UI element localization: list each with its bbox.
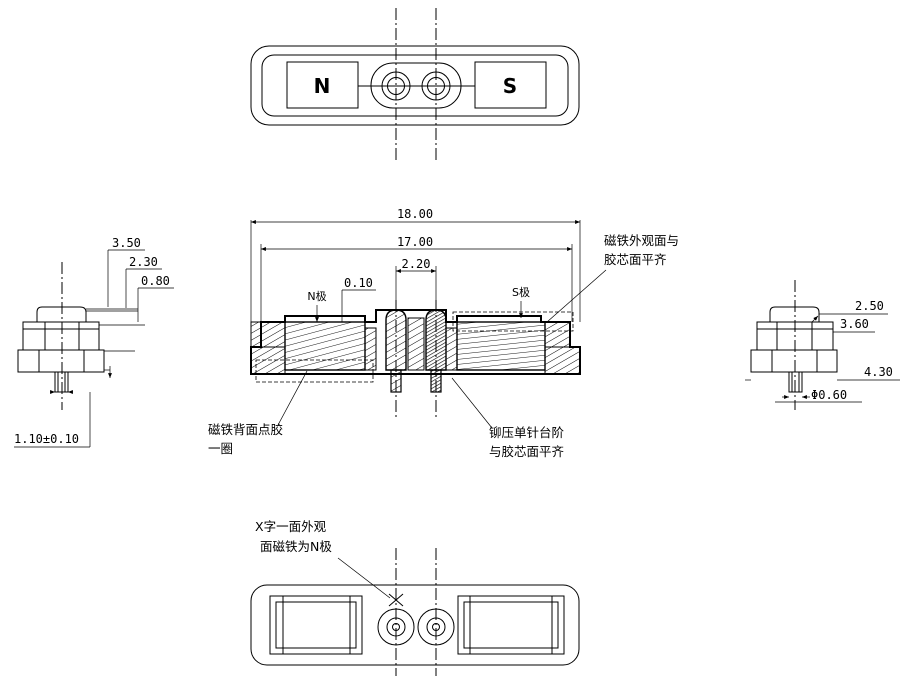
bottom-view: X字一面外观 面磁铁为N极 [250, 519, 580, 676]
note-rivet-line2: 与胶芯面平齐 [489, 444, 565, 459]
dim-3-60: 3.60 [840, 317, 869, 331]
note-flush-line2: 胶芯面平齐 [604, 252, 667, 267]
dim-17-00: 17.00 [397, 235, 433, 249]
dim-pin-1-10: 1.10±0.10 [14, 432, 79, 446]
s-magnet-face [474, 61, 547, 109]
dim-2-50: 2.50 [855, 299, 884, 313]
dim-3-50: 3.50 [112, 236, 141, 250]
dim-0-80: 0.80 [141, 274, 170, 288]
dim-4-30: 4.30 [864, 365, 893, 379]
note-rivet-line1: 铆压单针台阶 [489, 425, 565, 440]
dim-2-30: 2.30 [129, 255, 158, 269]
section-view: 18.00 17.00 2.20 0.10 [208, 207, 679, 459]
note-bottom-line2: 面磁铁为N极 [260, 539, 332, 554]
note-glue-line1: 磁铁背面点胶 [208, 422, 283, 437]
n-magnet-face [286, 61, 359, 109]
n-magnet-section [284, 321, 366, 371]
note-glue-line2: 一圈 [208, 441, 233, 456]
dim-2-20: 2.20 [402, 257, 431, 271]
top-view: N S [250, 8, 580, 162]
n-pole-label: N极 [307, 289, 326, 303]
left-side-view: 3.50 2.30 0.80 1.10±0.10 [14, 236, 174, 448]
pole-n-label: N [314, 74, 331, 98]
right-side-view: 2.50 3.60 4.30 Φ0.60 [745, 280, 900, 410]
s-magnet-section [456, 321, 546, 371]
dim-0-10: 0.10 [344, 276, 373, 290]
dim-18-00: 18.00 [397, 207, 433, 221]
note-flush-line1: 磁铁外观面与 [604, 233, 679, 248]
note-bottom-line1: X字一面外观 [255, 519, 327, 534]
dim-dia-0-60: Φ0.60 [811, 388, 847, 402]
s-pole-label: S极 [512, 285, 530, 299]
pole-s-label: S [503, 74, 517, 98]
